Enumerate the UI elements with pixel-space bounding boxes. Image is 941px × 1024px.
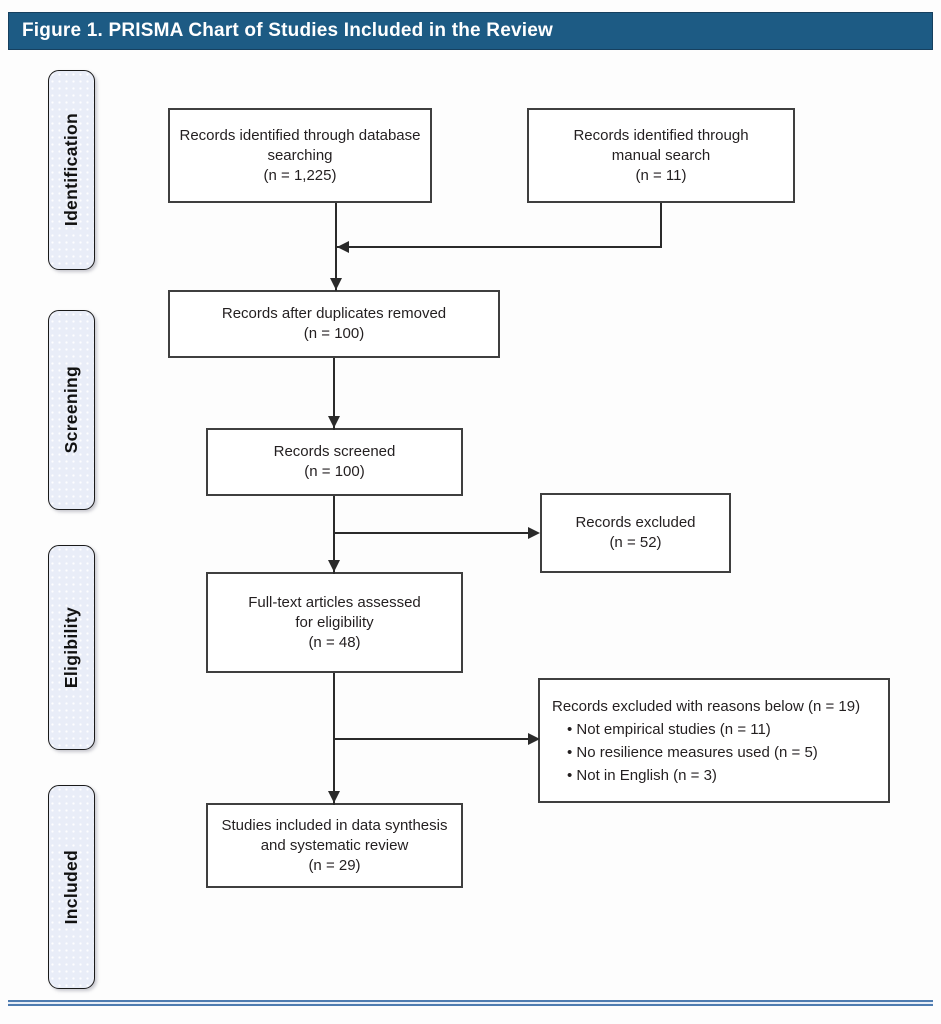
stage-label-included: Included — [48, 785, 95, 989]
node-text-line: Records after duplicates removed — [221, 305, 447, 322]
node-records-after-duplicates: Records after duplicates removed (n = 10… — [168, 290, 500, 358]
arrowhead-duplicates-down-icon — [330, 278, 342, 290]
stage-label-text: Included — [61, 849, 81, 925]
node-text-line: Records screened — [273, 443, 396, 460]
node-count: (n = 100) — [304, 463, 365, 480]
node-text-line: Full-text articles assessed — [248, 593, 421, 611]
node-count: (n = 52) — [609, 534, 662, 551]
node-text-line: and systematic review — [260, 836, 409, 854]
arrow-branch-excluded-line — [334, 532, 534, 534]
stage-label-text: Identification — [61, 113, 81, 227]
figure-title: Figure 1. PRISMA Chart of Studies Includ… — [22, 20, 553, 41]
node-fulltext-assessed: Full-text articles assessed for eligibil… — [206, 572, 463, 673]
arrowhead-fulltext-down-icon — [328, 560, 340, 572]
node-text-line: searching — [267, 146, 333, 164]
arrow-duplicates-to-screened-line — [333, 358, 335, 430]
node-text-line: for eligibility — [295, 613, 374, 631]
arrowhead-excluded-right-icon — [528, 527, 540, 539]
arrow-merge-horizontal-line — [336, 246, 662, 248]
node-excluded-with-reasons: Records excluded with reasons below (n =… — [538, 678, 890, 803]
reason-item: No resilience measures used (n = 5) — [552, 741, 891, 764]
node-text-line: Records identified through — [573, 126, 749, 144]
stage-label-text: Eligibility — [61, 606, 81, 689]
reasons-heading: Records excluded with reasons below (n =… — [552, 697, 861, 715]
stage-label-identification: Identification — [48, 70, 95, 270]
node-count: (n = 100) — [303, 325, 365, 342]
arrowhead-screened-down-icon — [328, 416, 340, 428]
node-records-excluded: Records excluded (n = 52) — [540, 493, 731, 573]
arrowhead-included-down-icon — [328, 791, 340, 803]
node-records-screened: Records screened (n = 100) — [206, 428, 463, 496]
node-count: (n = 11) — [635, 166, 687, 184]
node-studies-included: Studies included in data synthesis and s… — [206, 803, 463, 888]
reason-item: Not empirical studies (n = 11) — [552, 718, 891, 741]
node-text-line: manual search — [611, 146, 711, 164]
node-records-database-search: Records identified through database sear… — [168, 108, 432, 203]
figure-title-bar: Figure 1. PRISMA Chart of Studies Includ… — [8, 12, 933, 50]
node-count: (n = 48) — [308, 633, 361, 651]
stage-label-text: Screening — [61, 366, 81, 454]
reason-item: Not in English (n = 3) — [552, 764, 891, 787]
node-count: (n = 1,225) — [263, 166, 337, 184]
arrow-branch-reasons-line — [334, 738, 534, 740]
footer-divider — [8, 1000, 933, 1006]
arrow-manual-down-line — [660, 203, 662, 248]
stage-label-screening: Screening — [48, 310, 95, 510]
node-records-manual-search: Records identified through manual search… — [527, 108, 795, 203]
node-text-line: Records excluded — [575, 514, 696, 531]
node-text-line: Records identified through database — [179, 126, 421, 144]
arrow-screened-to-fulltext-line — [333, 496, 335, 574]
arrowhead-reasons-right-icon — [528, 733, 540, 745]
node-count: (n = 29) — [308, 856, 361, 874]
stage-label-eligibility: Eligibility — [48, 545, 95, 750]
node-text-line: Studies included in data synthesis — [221, 816, 448, 834]
arrowhead-merge-left-icon — [337, 241, 349, 253]
